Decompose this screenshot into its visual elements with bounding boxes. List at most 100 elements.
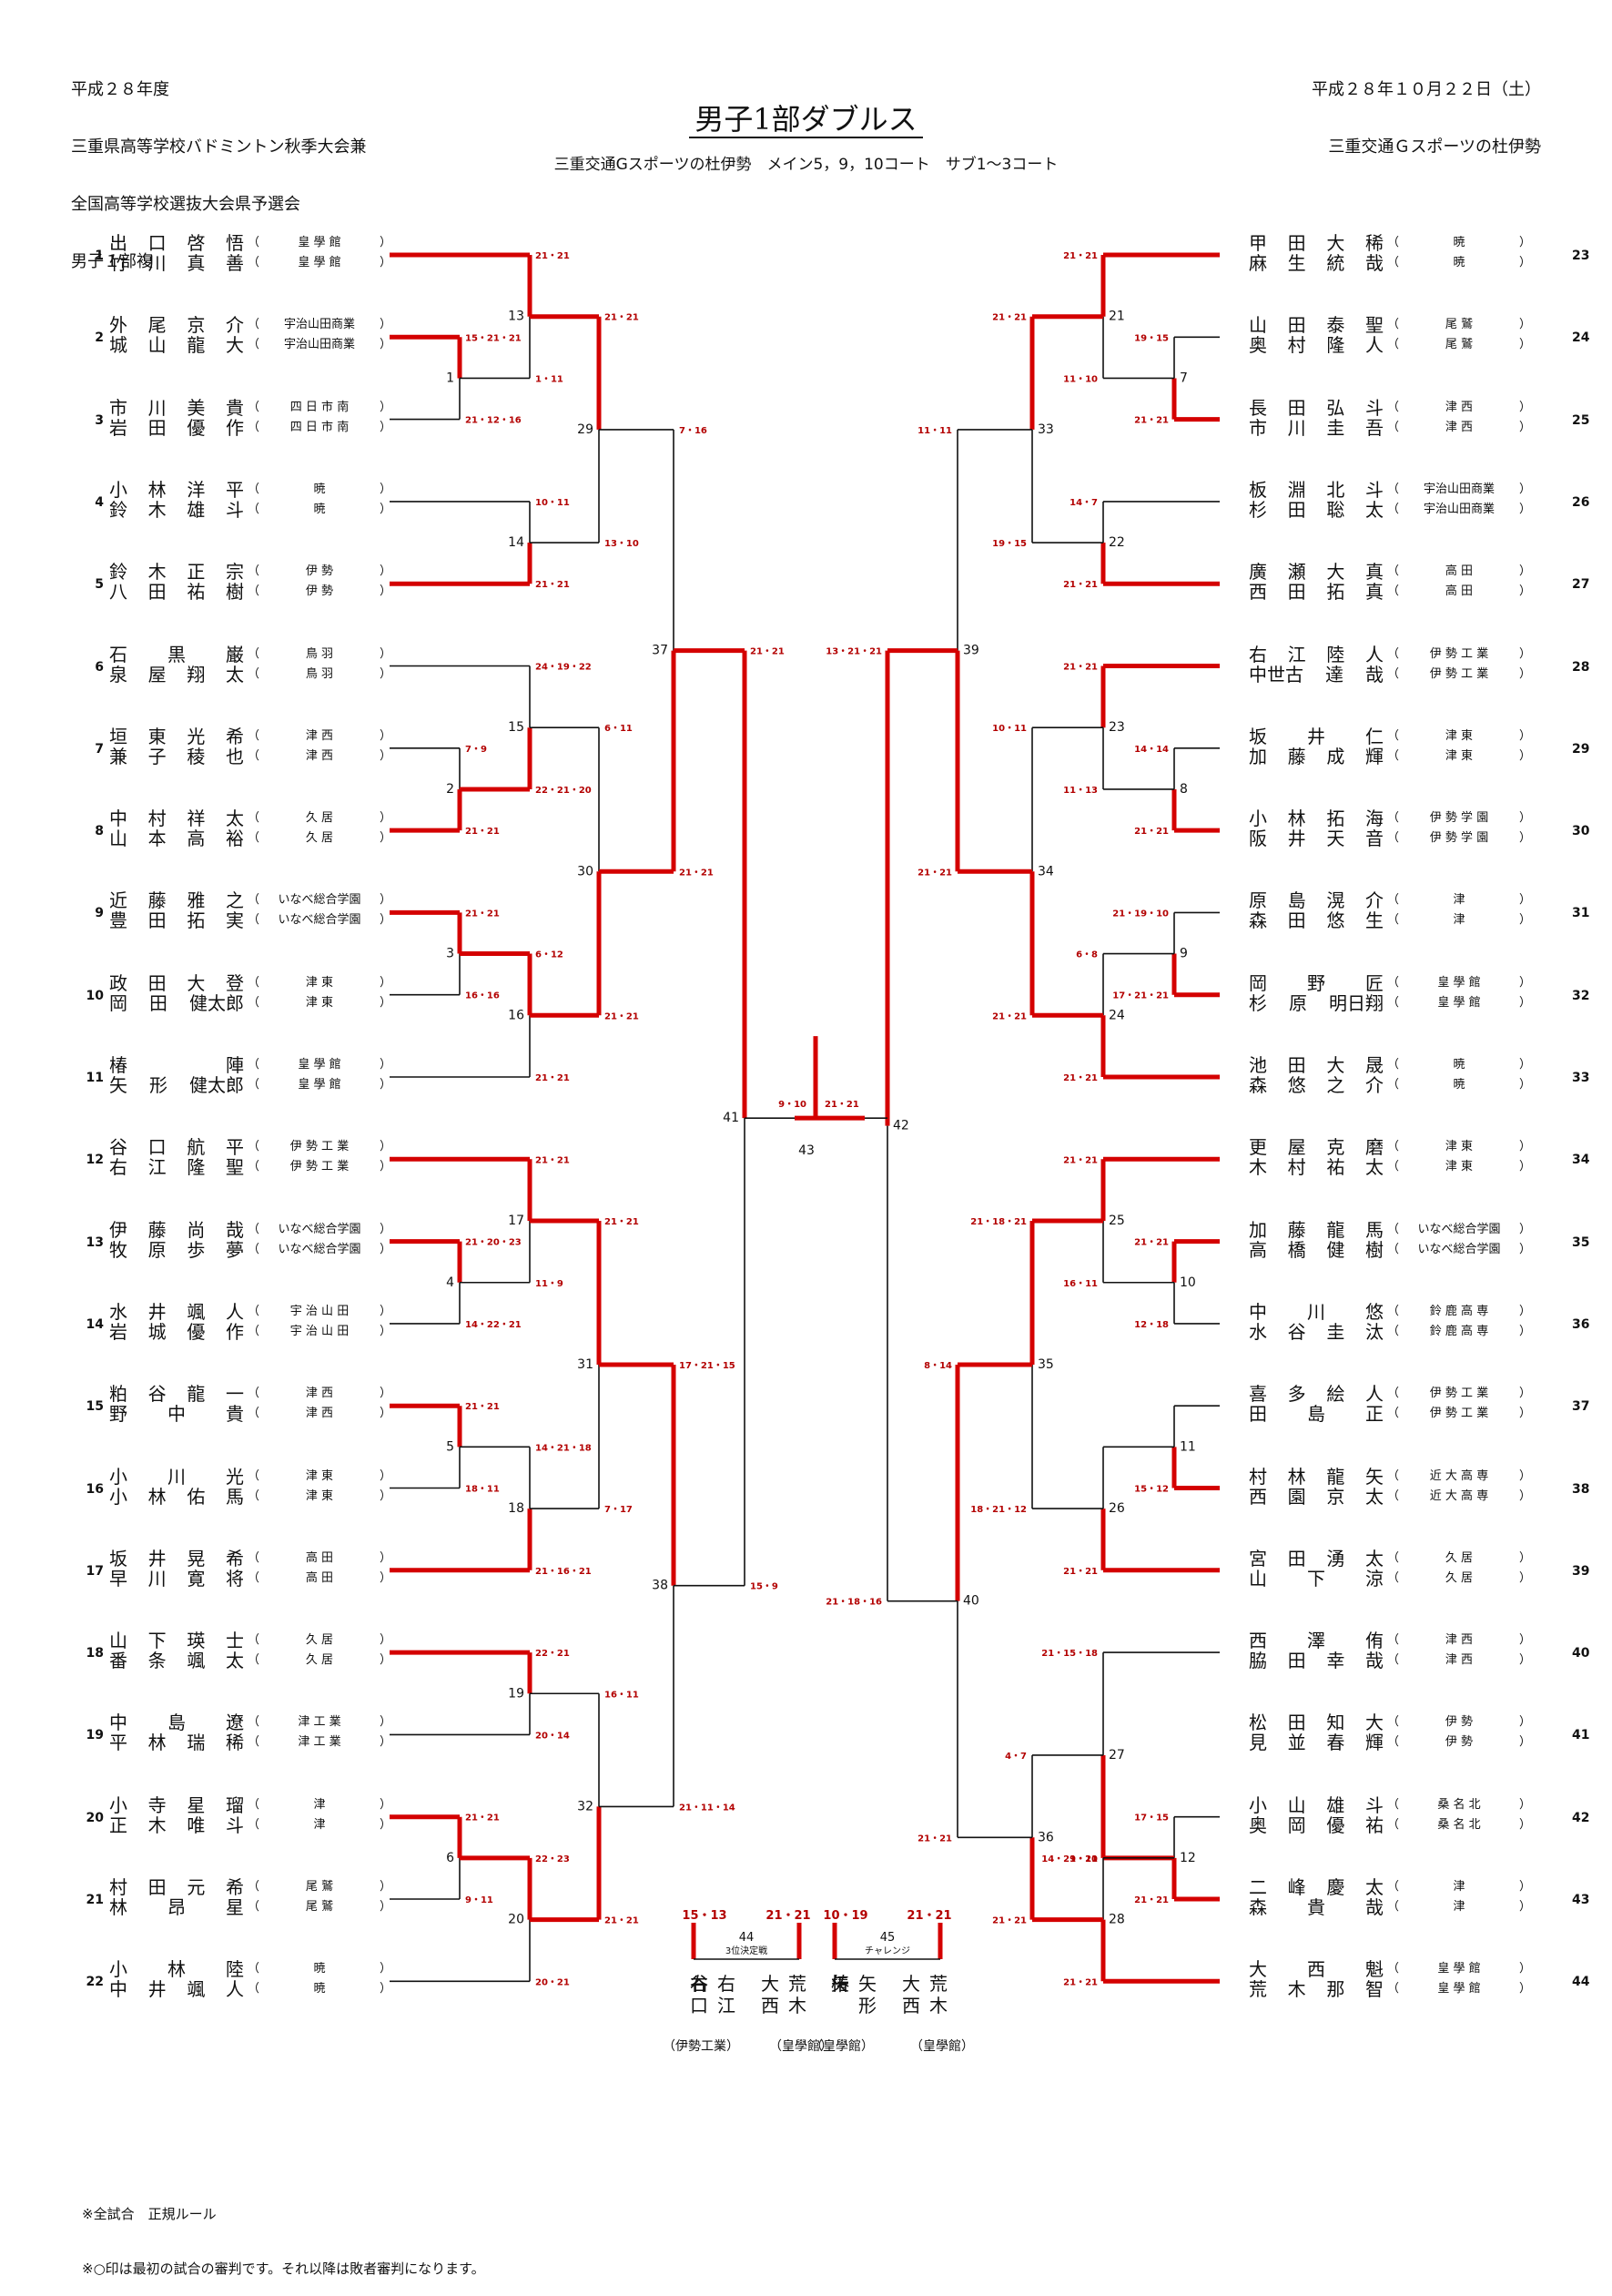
school-name: （津 東） bbox=[1387, 1160, 1531, 1174]
school-name: （暁） bbox=[248, 482, 391, 496]
challenge-number: 45 bbox=[880, 1931, 896, 1945]
school-name: （久 居） bbox=[248, 831, 391, 846]
match-number: 33 bbox=[1038, 422, 1054, 437]
seed-number: 44 bbox=[1572, 1975, 1590, 1990]
challenge-right-school: （皇學館） bbox=[910, 2038, 974, 2054]
player-row: 坂井仁（津 東） bbox=[1249, 726, 1531, 747]
player-name: 麻生統哉 bbox=[1249, 252, 1384, 274]
match-number: 20 bbox=[508, 1913, 524, 1927]
player-row: 中島遼（津 工 業） bbox=[109, 1712, 391, 1732]
school-name: （皇 學 館） bbox=[1387, 1962, 1531, 1976]
school-name: （津） bbox=[1387, 1880, 1531, 1894]
school-name: （津 西） bbox=[248, 1387, 391, 1401]
school-name: （津 西） bbox=[1387, 400, 1531, 414]
name-char: 木 bbox=[788, 1995, 806, 2017]
school-name: （津 西） bbox=[248, 728, 391, 743]
player-name: 奥村隆人 bbox=[1249, 334, 1384, 357]
score-bottom: 18・11 bbox=[465, 1485, 500, 1495]
score-top: 21・21 bbox=[535, 1155, 570, 1165]
header-date: 平成２８年１０月２２日（土） bbox=[1312, 80, 1541, 99]
seed-number: 30 bbox=[1572, 824, 1590, 839]
score-top: 21・21 bbox=[992, 313, 1027, 323]
school-name: （暁） bbox=[1387, 256, 1531, 269]
player-row: 八田祐樹（伊 勢） bbox=[109, 582, 391, 602]
player-name: 水井颯人 bbox=[109, 1300, 244, 1323]
player-row: 小林佑馬（津 東） bbox=[109, 1487, 391, 1507]
score-bottom: 21・21 bbox=[918, 868, 952, 878]
seed-number: 5 bbox=[95, 577, 104, 593]
seed-number: 7 bbox=[95, 741, 104, 757]
player-row: 出口啓悟（皇 學 館） bbox=[109, 233, 391, 253]
player-row: 荒木那智（皇 學 館） bbox=[1249, 1979, 1531, 1999]
player-row: 近藤雅之（いなべ総合学園） bbox=[109, 890, 391, 910]
player-row: 岡野匠（皇 學 館） bbox=[1249, 973, 1531, 993]
seed-number: 16 bbox=[86, 1481, 104, 1497]
player-row: 谷口航平（伊 勢 工 業） bbox=[109, 1137, 391, 1157]
player-row: 市川圭吾（津 西） bbox=[1249, 418, 1531, 438]
player-name: 外尾京介 bbox=[109, 314, 244, 337]
player-row: 小林拓海（伊 勢 学 園） bbox=[1249, 808, 1531, 828]
player-name: 小林洋平 bbox=[109, 478, 244, 501]
school-name: （伊 勢 工 業） bbox=[1387, 1407, 1531, 1421]
school-name: （尾 鷲） bbox=[248, 1880, 391, 1894]
school-name: （津 工 業） bbox=[248, 1715, 391, 1730]
score-top: 21・21 bbox=[465, 1813, 500, 1824]
seed-number: 15 bbox=[86, 1399, 104, 1415]
player-row: 伊藤尚哉（いなべ総合学園） bbox=[109, 1220, 391, 1240]
score-top: 16・11 bbox=[604, 1690, 639, 1700]
seed-number: 39 bbox=[1572, 1563, 1590, 1579]
score-bottom: 21・21 bbox=[992, 1916, 1027, 1926]
third-place-number: 44 bbox=[739, 1931, 755, 1945]
player-name: 出口啓悟 bbox=[109, 232, 244, 254]
name-char: 口 bbox=[690, 1995, 708, 2017]
school-name: （津） bbox=[248, 1797, 391, 1812]
challenge-left-name: 椿 bbox=[831, 1973, 849, 1995]
player-name: 阪井天音 bbox=[1249, 828, 1384, 850]
score-top: 6・11 bbox=[604, 724, 633, 734]
score-bottom: 1・11 bbox=[535, 374, 563, 384]
player-name: 早川寛将 bbox=[109, 1567, 244, 1590]
player-name: 右江隆聖 bbox=[109, 1156, 244, 1179]
player-name: 岩田優作 bbox=[109, 416, 244, 439]
player-name: 小林拓海 bbox=[1249, 808, 1384, 830]
match-number: 21 bbox=[1109, 310, 1125, 324]
player-name: 荒木那智 bbox=[1249, 1978, 1384, 2001]
player-row: 杉田聡太（宇治山田商業） bbox=[1249, 500, 1531, 520]
third-place-right-school: （皇學館） bbox=[769, 2038, 833, 2054]
school-name: （久 居） bbox=[248, 1633, 391, 1648]
seed-number: 36 bbox=[1572, 1316, 1590, 1332]
player-name: 城山龍大 bbox=[109, 334, 244, 357]
player-name: 岡田健太郎 bbox=[109, 991, 244, 1014]
school-name: （宇 治 山 田） bbox=[248, 1304, 391, 1318]
third-place-score-left: 15・13 bbox=[682, 1909, 726, 1923]
school-name: （津 東） bbox=[248, 995, 391, 1010]
match-number: 42 bbox=[893, 1119, 909, 1133]
note-rules: ※全試合 正規ルール bbox=[82, 2206, 217, 2222]
school-name: （近 大 高 専） bbox=[1387, 1488, 1531, 1503]
score-bottom: 11・13 bbox=[1063, 786, 1098, 796]
page-title: 男子1部ダブルス bbox=[0, 97, 1612, 138]
player-name: 村田元希 bbox=[109, 1876, 244, 1898]
score-top: 21・21 bbox=[1134, 1238, 1169, 1248]
score-bottom: 13・10 bbox=[604, 539, 639, 549]
header-category: 男子１部複 bbox=[71, 252, 153, 271]
header-left: 平成２８年度 三重県高等学校バドミントン秋季大会兼 全国高等学校選抜大会県予選会… bbox=[71, 42, 367, 290]
school-name: （鳥 羽） bbox=[248, 646, 391, 661]
player-row: 野中貴（津 西） bbox=[109, 1404, 391, 1424]
score-bottom: 21・11・14 bbox=[679, 1803, 735, 1813]
player-row: 西田拓真（高 田） bbox=[1249, 582, 1531, 602]
match-number: 28 bbox=[1109, 1913, 1125, 1927]
challenge-left-school: （皇學館） bbox=[810, 2038, 874, 2054]
page-title-text: 男子1部ダブルス bbox=[689, 102, 923, 138]
school-name: （高 田） bbox=[1387, 584, 1531, 599]
school-name: （桑 名 北） bbox=[1387, 1817, 1531, 1832]
score-top: 24・19・22 bbox=[535, 663, 592, 673]
player-row: 西園京太（近 大 高 専） bbox=[1249, 1487, 1531, 1507]
match-number: 2 bbox=[446, 782, 454, 797]
score-top: 9・10 bbox=[1070, 1854, 1098, 1864]
score-top: 10・11 bbox=[992, 724, 1027, 734]
score-top: 21・21 bbox=[465, 909, 500, 919]
score-bottom: 9・11 bbox=[465, 1895, 493, 1905]
school-name: （暁） bbox=[1387, 236, 1531, 249]
player-row: 石黒巌（鳥 羽） bbox=[109, 645, 391, 665]
